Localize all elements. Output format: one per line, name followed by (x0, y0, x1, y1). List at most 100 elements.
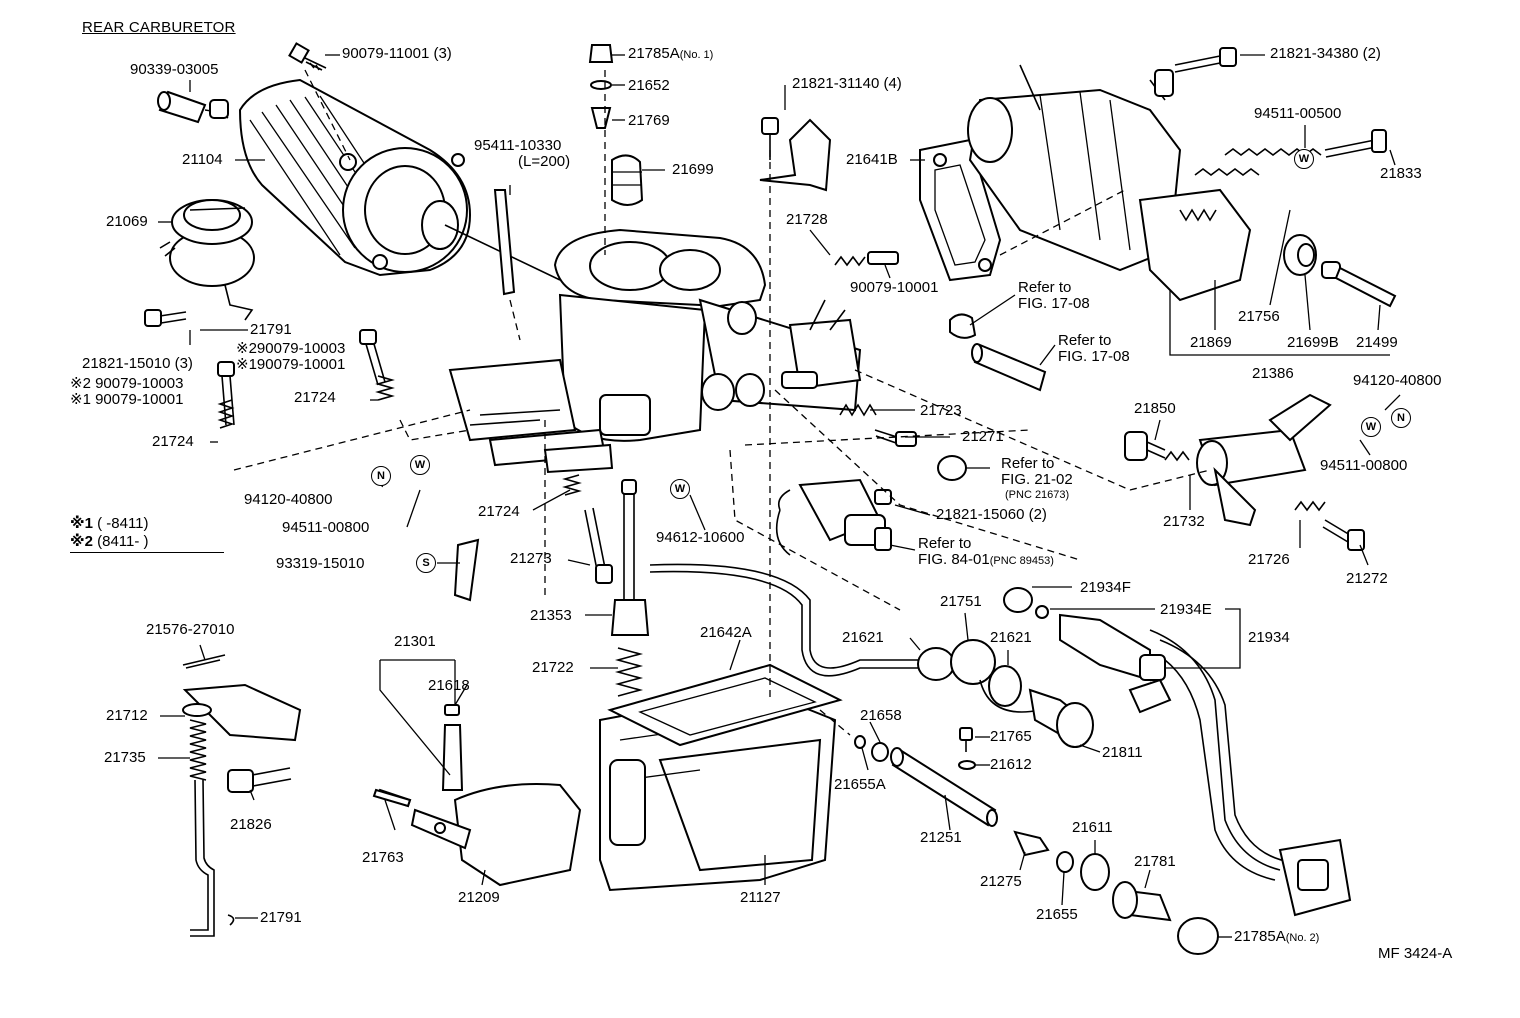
jet-set-21301-drawing (441, 704, 464, 791)
label-21275: 21275 (980, 873, 1022, 890)
gasket-21642A-drawing (607, 663, 843, 747)
label-21272: 21272 (1346, 570, 1388, 587)
fig-17-08-parts-drawing (949, 313, 1047, 392)
label-95411-10330: 95411-10330 (474, 137, 562, 154)
label-21655: 21655 (1036, 906, 1078, 923)
label-21785A-no1: 21785A(No. 1) (628, 45, 714, 62)
label-90079-10001-right: 90079-10001 (850, 279, 939, 296)
label-21732: 21732 (1163, 513, 1205, 530)
rod-95411-drawing (493, 189, 516, 296)
spring-21726-drawing (1294, 500, 1365, 551)
spring-21723-drawing (839, 403, 917, 447)
float-bowl-drawing (599, 688, 837, 892)
label-21724-a: 21724 (294, 389, 336, 406)
sleeve-21673-drawing (937, 455, 967, 481)
label-21756: 21756 (1238, 308, 1280, 325)
label-21499: 21499 (1356, 334, 1398, 351)
right-assembly-drawing (967, 47, 1252, 302)
pin-21499-drawing (1321, 261, 1397, 308)
label-21611: 21611 (1072, 819, 1113, 836)
bolt-21821-15010-drawing (144, 309, 187, 327)
ring-21611-drawing (1080, 853, 1110, 891)
label-refer-21-02-3: (PNC 21673) (1005, 489, 1070, 501)
label-90079-11001: 90079-11001 (3) (342, 45, 452, 62)
plug-21781-drawing (1112, 881, 1172, 922)
fitting-21751-drawing (917, 587, 1049, 713)
label-21826: 21826 (230, 816, 272, 833)
washer-w-right-icon: W (1361, 417, 1381, 437)
label-21652: 21652 (628, 77, 670, 94)
label-x1-90079-10001-a: ※190079-10001 (236, 356, 346, 373)
screws-left-drawing (217, 329, 386, 426)
label-94511-00800-right: 94511-00800 (1320, 457, 1408, 474)
label-refer-21-02-1: Refer to (1001, 455, 1055, 472)
label-21273: 21273 (510, 550, 552, 567)
diagram-title: REAR CARBURETOR (82, 19, 236, 36)
label-21612: 21612 (990, 756, 1032, 773)
label-21386: 21386 (1252, 365, 1294, 382)
diagram-code: MF 3424-A (1378, 945, 1453, 962)
hose-90339-drawing (157, 90, 229, 124)
label-x1-90079-10001-b: ※1 90079-10001 (70, 391, 184, 408)
label-21722: 21722 (532, 659, 574, 676)
solenoid-drawing (775, 478, 892, 556)
label-21934F: 21934F (1080, 579, 1131, 596)
washer-w-center-icon: W (670, 479, 690, 499)
label-x2-90079-10003-b: ※2 90079-10003 (70, 375, 184, 392)
label-21833: 21833 (1380, 165, 1422, 182)
label-21104: 21104 (182, 151, 223, 168)
label-21751: 21751 (940, 593, 982, 610)
bolt-90079-11001-drawing (288, 42, 327, 71)
label-refer-21-02-2: FIG. 21-02 (1001, 471, 1073, 488)
label-90339-03005: 90339-03005 (130, 61, 219, 78)
right-lever-assembly-drawing (1124, 393, 1332, 527)
fuel-line-drawing (649, 563, 930, 669)
label-21821-15060: 21821-15060 (2) (936, 506, 1047, 523)
washer-w-left-icon: W (410, 455, 430, 475)
label-21301: 21301 (394, 633, 436, 650)
spring-21728-drawing (834, 251, 899, 267)
actuator-housing-drawing (238, 78, 561, 281)
label-21765: 21765 (990, 728, 1032, 745)
label-93319-15010: 93319-15010 (276, 555, 365, 572)
sensor-21934-drawing (1059, 613, 1352, 917)
bolt-21833-drawing (1324, 129, 1387, 158)
washer-s-icon: S (416, 553, 436, 573)
label-refer-17-08-b-2: FIG. 17-08 (1058, 348, 1130, 365)
legend-line-2: ※2 (8411- ) (70, 533, 149, 550)
label-21811: 21811 (1102, 744, 1143, 761)
label-21699B: 21699B (1287, 334, 1339, 351)
label-21726: 21726 (1248, 551, 1290, 568)
label-21699: 21699 (672, 161, 714, 178)
label-21781: 21781 (1134, 853, 1176, 870)
label-21353: 21353 (530, 607, 572, 624)
label-21869: 21869 (1190, 334, 1232, 351)
label-95411-length: (L=200) (518, 153, 571, 170)
small-rings-drawing (854, 727, 976, 770)
label-21769: 21769 (628, 112, 670, 129)
label-21735: 21735 (104, 749, 146, 766)
label-21785A-no2: 21785A(No. 2) (1234, 928, 1320, 945)
label-21209: 21209 (458, 889, 500, 906)
springs-21724-drawing (217, 375, 582, 496)
link-rod-drawing (182, 654, 302, 937)
label-21791-bottom: 21791 (260, 909, 302, 926)
jet-21251-drawing (890, 747, 998, 827)
label-refer-84-01-1: Refer to (918, 535, 972, 552)
label-94120-40800-left: 94120-40800 (244, 491, 333, 508)
washer-w-icon: W (1294, 149, 1314, 169)
label-21271: 21271 (962, 428, 1004, 445)
label-21712: 21712 (106, 707, 148, 724)
dashed-reference-lines (233, 69, 1211, 736)
label-21127: 21127 (740, 889, 781, 906)
label-21621-b: 21621 (990, 629, 1032, 646)
bracket-93319-drawing (453, 538, 480, 602)
label-x2-90079-10003-a: ※290079-10003 (236, 340, 346, 357)
label-21618: 21618 (428, 677, 470, 694)
label-94511-00500: 94511-00500 (1254, 105, 1342, 122)
label-21821-34380: 21821-34380 (2) (1270, 45, 1381, 62)
label-21642A: 21642A (700, 624, 752, 641)
label-21621-a: 21621 (842, 629, 884, 646)
pin-21763-drawing (372, 788, 412, 808)
